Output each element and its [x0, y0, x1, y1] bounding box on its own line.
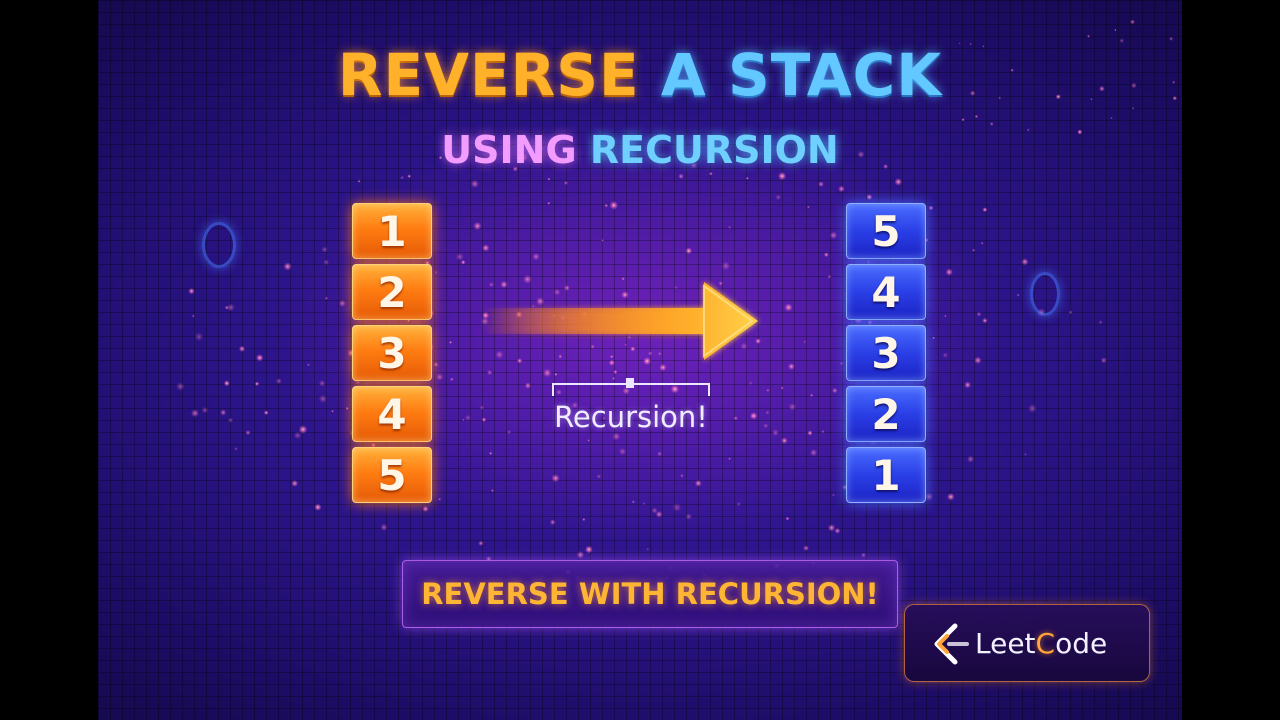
- stack-block: 3: [846, 325, 926, 381]
- reversed-stack: 5 4 3 2 1: [846, 203, 928, 508]
- right-arrow-icon: [482, 282, 758, 360]
- original-stack: 1 2 3 4 5: [352, 203, 434, 508]
- logo-wordmark: LeetCode: [975, 627, 1107, 660]
- title-part-reverse: REVERSE: [337, 41, 640, 109]
- stack-block: 1: [352, 203, 432, 259]
- stack-block: 1: [846, 447, 926, 503]
- stack-block: 4: [352, 386, 432, 442]
- subtitle-part-recursion: RECURSION: [589, 128, 839, 172]
- leetcode-logo: LeetCode: [904, 604, 1150, 682]
- logo-text-leet: Leet: [975, 626, 1036, 660]
- stack-block: 2: [846, 386, 926, 442]
- logo-text-ode: ode: [1055, 626, 1108, 660]
- stack-block: 4: [846, 264, 926, 320]
- stack-block: 2: [352, 264, 432, 320]
- page-subtitle: USING RECURSION: [98, 128, 1182, 172]
- page-title: REVERSE A STACK: [98, 41, 1182, 109]
- title-part-stack: A STACK: [660, 41, 943, 109]
- bottom-banner: REVERSE WITH RECURSION!: [402, 560, 898, 628]
- stack-block: 3: [352, 325, 432, 381]
- bracket-indicator: [552, 378, 710, 396]
- arrow-label: Recursion!: [554, 400, 708, 434]
- decorative-ring-right: [1030, 272, 1060, 316]
- thumbnail-canvas: REVERSE A STACK USING RECURSION 1 2 3 4 …: [98, 0, 1182, 720]
- logo-text-c: C: [1035, 626, 1056, 660]
- leetcode-logo-icon: [934, 623, 969, 665]
- stack-block: 5: [352, 447, 432, 503]
- subtitle-part-using: USING: [441, 128, 577, 172]
- decorative-ring-left: [202, 222, 236, 268]
- stack-block: 5: [846, 203, 926, 259]
